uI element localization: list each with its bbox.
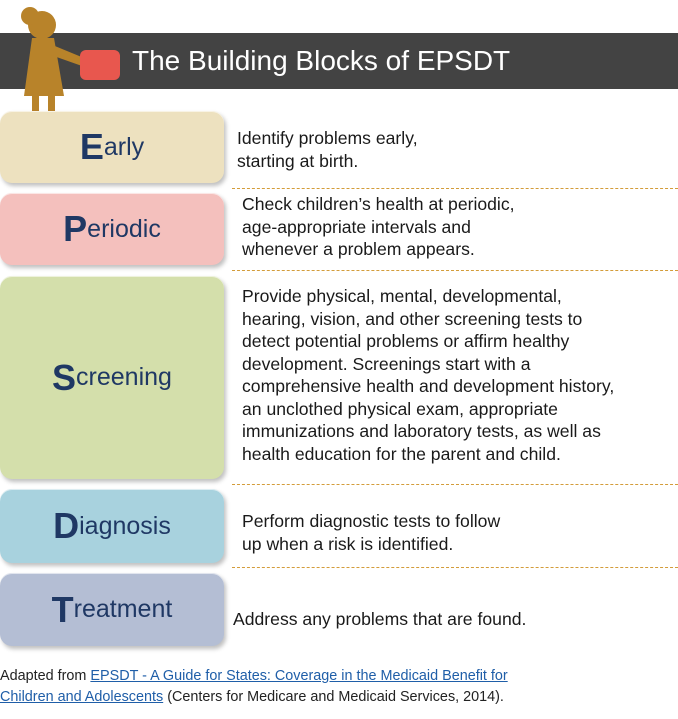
- desc-treatment-line: Address any problems that are found.: [233, 609, 527, 629]
- separator: [232, 484, 678, 485]
- desc-early: Identify problems early, starting at bir…: [237, 127, 418, 172]
- source-link-continued[interactable]: Children and Adolescents: [0, 689, 164, 705]
- desc-treatment: Address any problems that are found.: [233, 608, 526, 631]
- desc-early-line: Identify problems early,: [237, 128, 418, 148]
- desc-screening-line: hearing, vision, and other screening tes…: [242, 308, 583, 329]
- desc-periodic-line: whenever a problem appears.: [242, 239, 475, 259]
- desc-early-line: starting at birth.: [237, 150, 359, 171]
- block-early-rest: arly: [103, 132, 145, 161]
- desc-diagnosis-line: up when a risk is identified.: [242, 533, 454, 554]
- block-screening-initial: S: [52, 356, 77, 398]
- desc-screening: Provide physical, mental, developmental,…: [242, 285, 614, 465]
- block-periodic-initial: P: [63, 208, 88, 249]
- desc-diagnosis: Perform diagnostic tests to follow up wh…: [242, 510, 500, 555]
- desc-periodic-line: age-appropriate intervals and: [242, 216, 471, 237]
- source-prefix: Adapted from: [0, 668, 91, 684]
- block-treatment-initial: T: [51, 588, 74, 630]
- block-diagnosis-rest: iagnosis: [79, 511, 171, 540]
- desc-periodic-line: Check children’s health at periodic,: [242, 194, 515, 214]
- page-title: The Building Blocks of EPSDT: [132, 45, 511, 76]
- block-diagnosis-initial: D: [53, 505, 80, 546]
- desc-screening-line: development. Screenings start with a: [242, 353, 531, 374]
- desc-screening-line: immunizations and laboratory tests, as w…: [242, 421, 601, 441]
- separator: [232, 188, 678, 189]
- desc-screening-line: detect potential problems or affirm heal…: [242, 331, 570, 351]
- block-early-initial: E: [79, 126, 104, 167]
- desc-screening-line: Provide physical, mental, developmental,: [242, 286, 562, 306]
- desc-screening-line: comprehensive health and development his…: [242, 376, 615, 396]
- separator: [232, 567, 678, 568]
- girl-figure: [21, 7, 84, 128]
- source-line-2: Children and Adolescents (Centers for Me…: [0, 687, 678, 708]
- red-block-icon: [80, 50, 120, 80]
- block-periodic-rest: eriodic: [87, 214, 161, 243]
- block-treatment-rest: reatment: [73, 595, 173, 623]
- source-line-1: Adapted from EPSDT - A Guide for States:…: [0, 666, 678, 687]
- source-citation: Adapted from EPSDT - A Guide for States:…: [0, 666, 678, 708]
- block-screening-rest: creening: [76, 363, 172, 391]
- source-link[interactable]: EPSDT - A Guide for States: Coverage in …: [90, 668, 508, 684]
- desc-diagnosis-line: Perform diagnostic tests to follow: [242, 511, 501, 531]
- separator: [232, 270, 678, 271]
- desc-periodic: Check children’s health at periodic, age…: [242, 193, 515, 261]
- source-suffix: (Centers for Medicare and Medicaid Servi…: [163, 689, 504, 705]
- desc-screening-line: health education for the parent and chil…: [242, 443, 561, 464]
- desc-screening-line: an unclothed physical exam, appropriate: [242, 398, 558, 419]
